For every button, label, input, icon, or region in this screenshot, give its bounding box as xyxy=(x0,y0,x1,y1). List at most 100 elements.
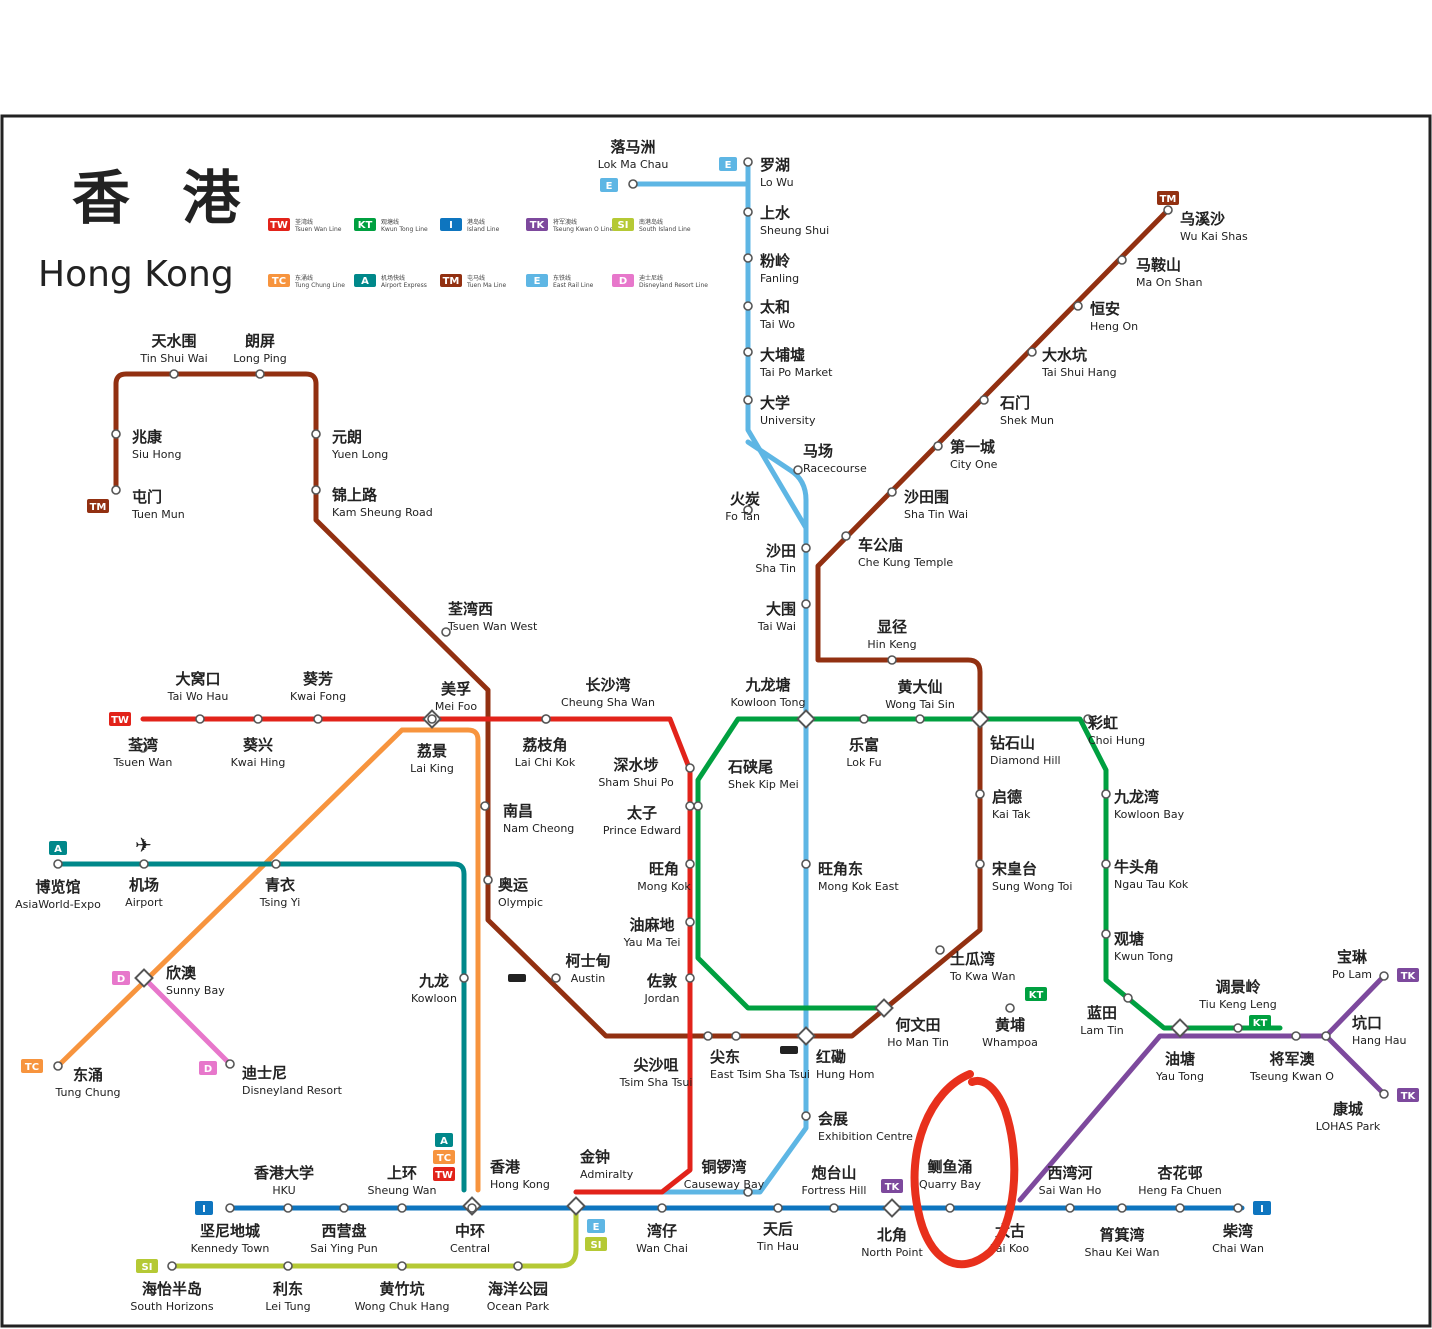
station-name-zh: 大学 xyxy=(760,394,790,412)
badge-bg xyxy=(600,178,618,192)
station-name-zh: 黄竹坑 xyxy=(379,1280,424,1298)
